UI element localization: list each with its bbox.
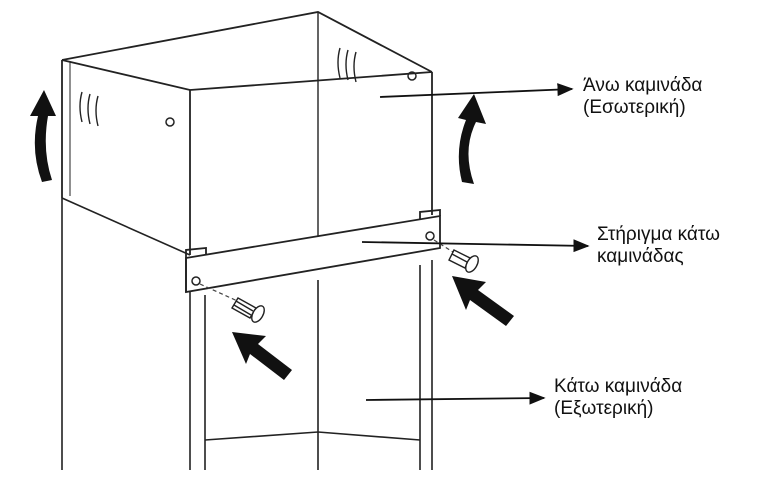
curved-arrow-icon	[458, 94, 486, 184]
vent-slots-right	[337, 47, 357, 83]
label-lower-chimney-line2: (Εξωτερική)	[554, 398, 654, 419]
label-upper-chimney-line1: Άνω καμινάδα	[583, 75, 703, 96]
hole-icon	[165, 117, 175, 127]
screw-icon	[231, 297, 265, 323]
label-bracket-line1: Στήριγμα κάτω	[597, 224, 720, 245]
leader-bracket	[361, 239, 590, 253]
hole-icon	[407, 71, 417, 81]
label-upper-chimney-line2: (Εσωτερική)	[583, 97, 686, 118]
leader-lower	[365, 391, 546, 405]
leader-upper	[379, 83, 574, 98]
vent-slots-left	[79, 91, 99, 127]
push-arrow-icon	[232, 332, 292, 380]
hole-icon	[191, 276, 201, 286]
upper-chimney	[61, 11, 433, 255]
bracket	[185, 209, 441, 294]
label-bracket-line2: καμινάδας	[597, 246, 684, 267]
screw-guide-right	[433, 239, 457, 255]
label-lower-chimney-line1: Κάτω καμινάδα	[554, 376, 683, 397]
label-bracket: Στήριγμα κάτω καμινάδας	[597, 224, 720, 268]
label-lower-chimney: Κάτω καμινάδα (Εξωτερική)	[554, 376, 682, 420]
push-arrow-icon	[452, 276, 514, 326]
screw-guide-left	[199, 283, 245, 305]
label-upper-chimney: Άνω καμινάδα (Εσωτερική)	[583, 75, 702, 119]
hole-icon	[425, 231, 435, 241]
curved-arrow-icon	[30, 90, 56, 182]
screw-icon	[448, 249, 479, 273]
lower-chimney	[61, 197, 433, 470]
